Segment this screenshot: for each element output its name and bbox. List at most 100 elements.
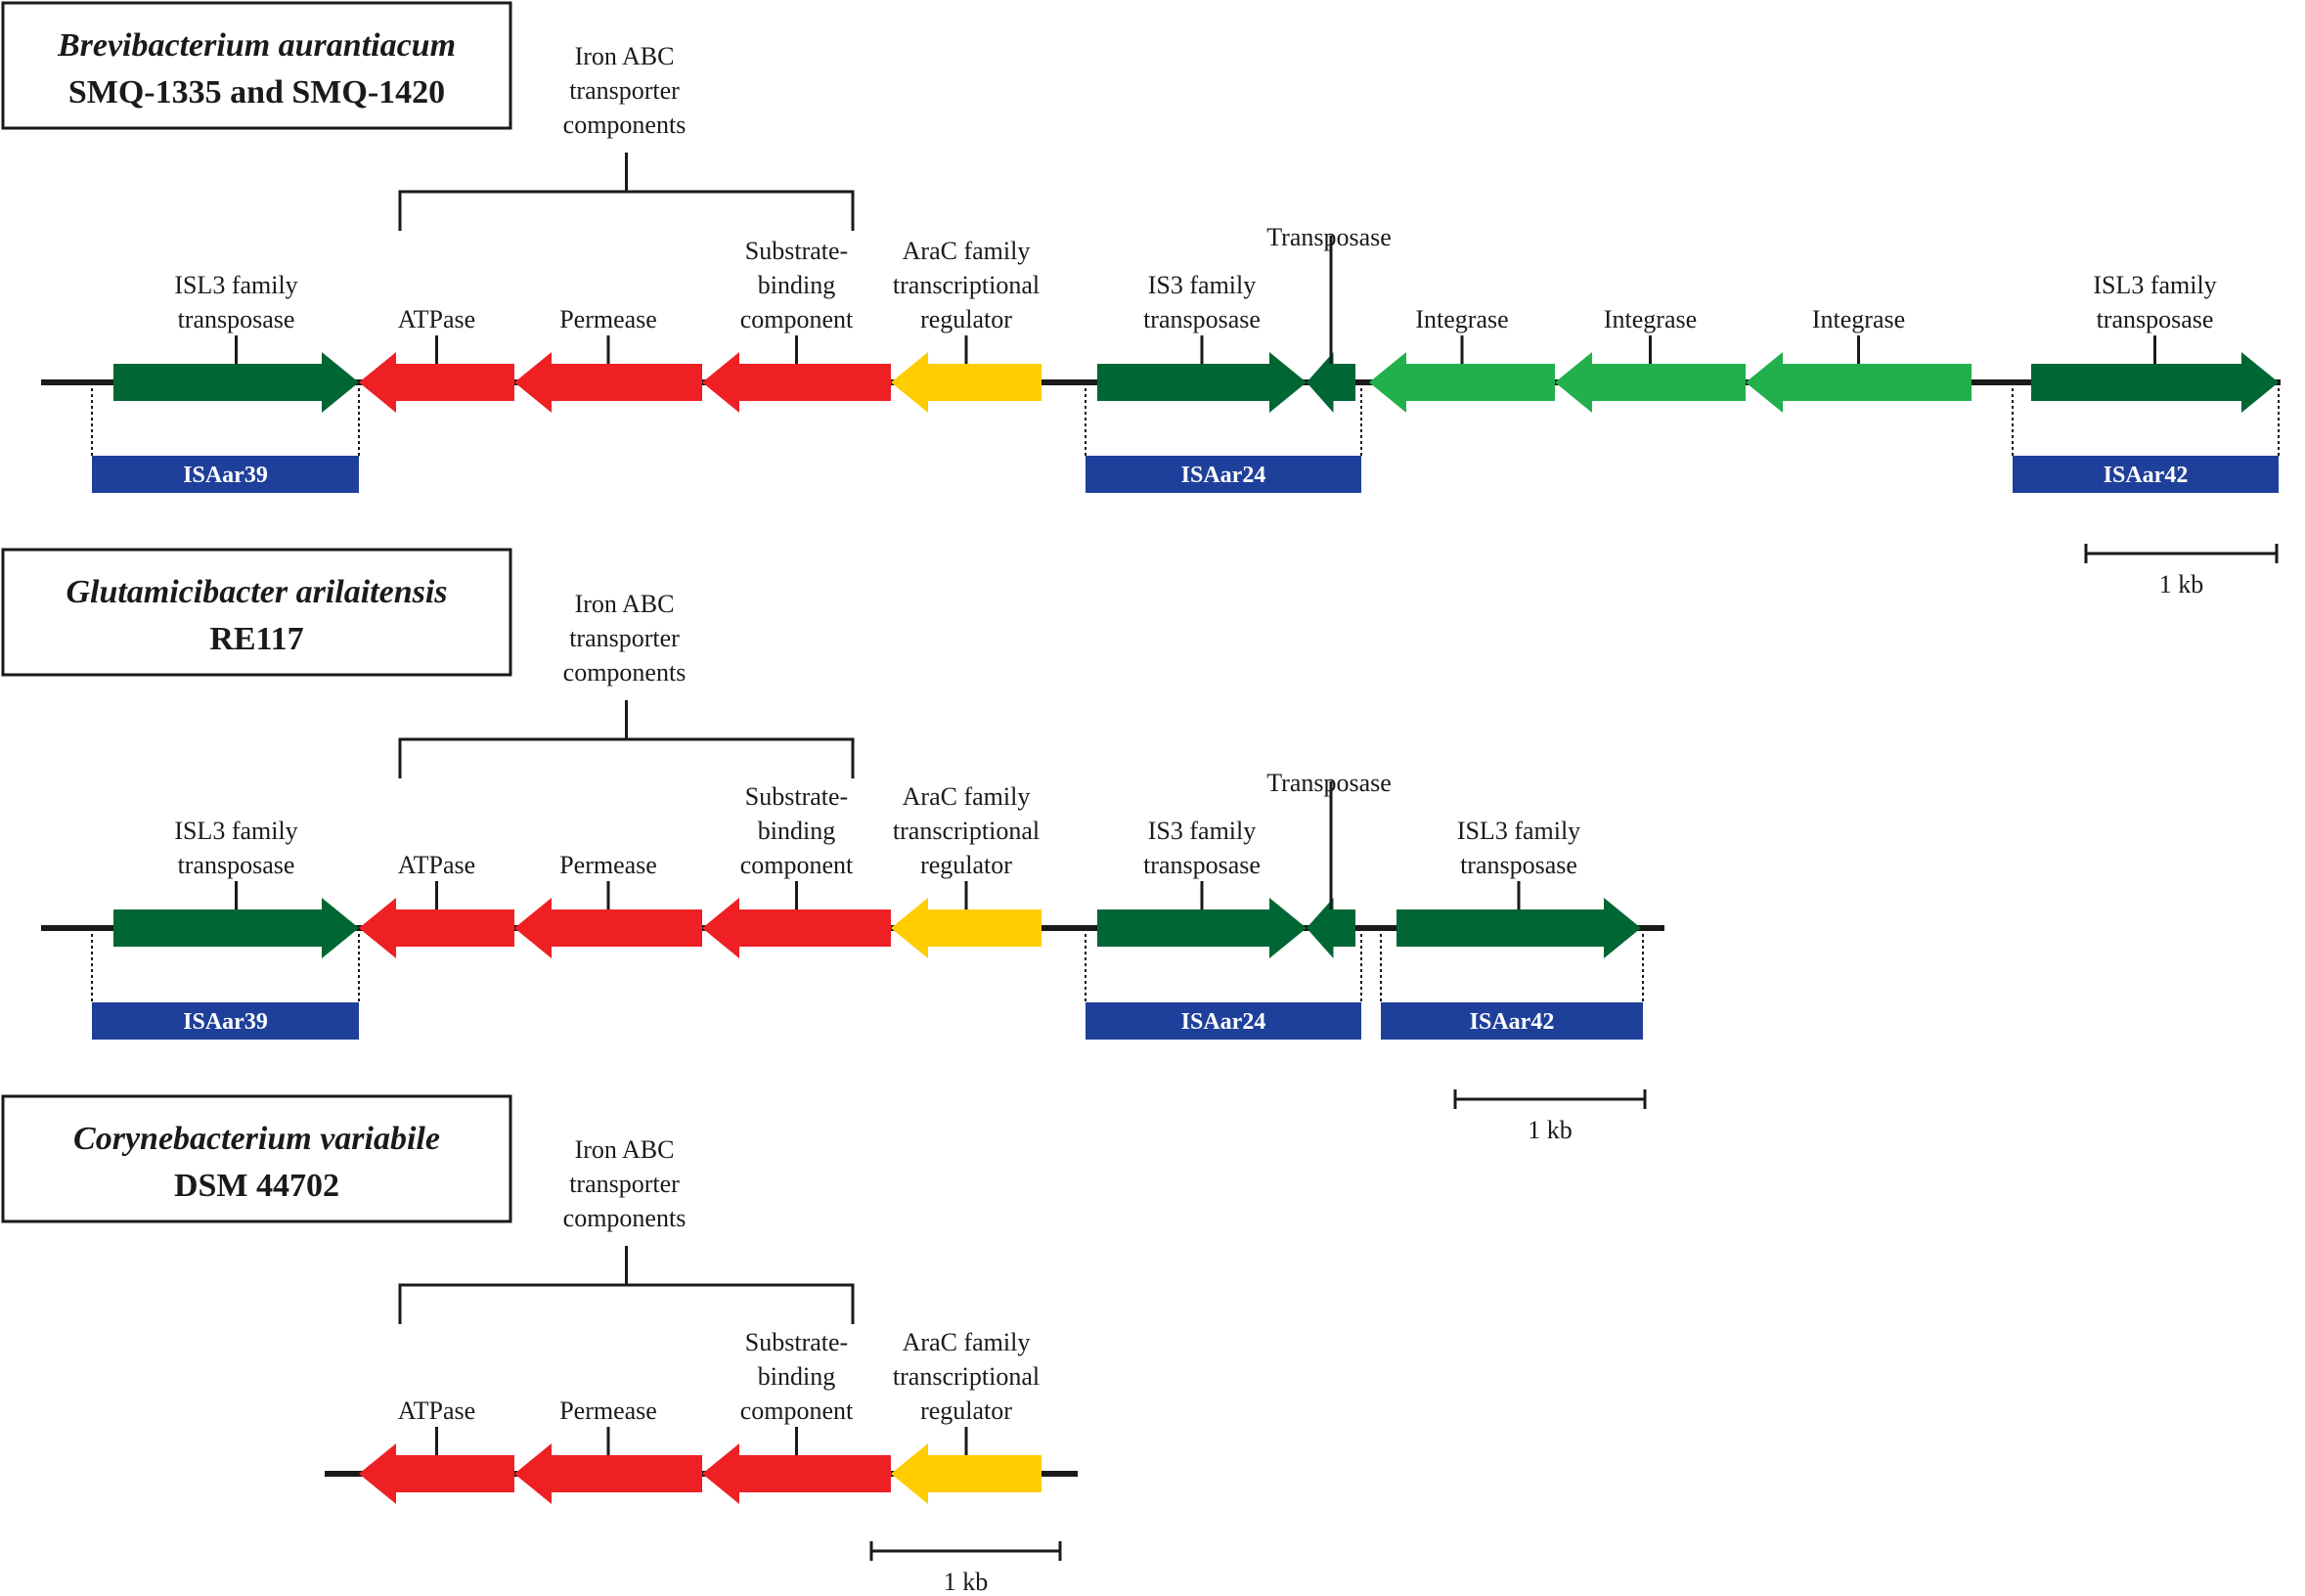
gene-label-line: transcriptional	[893, 271, 1040, 299]
gene-label: Substrate-binding component	[740, 1328, 854, 1425]
bracket-label-line: Iron ABC	[575, 590, 675, 618]
bracket-label-line: Iron ABC	[575, 42, 675, 70]
gene-arrow	[113, 352, 359, 413]
is-element-box	[92, 456, 359, 493]
organism-name: Brevibacterium aurantiacum	[57, 27, 456, 64]
gene-arrow	[1097, 352, 1307, 413]
strain-name: DSM 44702	[174, 1168, 339, 1204]
gene-label-line: Permease	[559, 305, 657, 333]
gene-label: Permease	[559, 1396, 657, 1425]
strain-name: RE117	[209, 621, 303, 657]
gene-arrow	[1555, 352, 1746, 413]
gene-label: Transposase	[1266, 769, 1392, 797]
gene-label: Integrase	[1604, 305, 1697, 333]
gene-label-line: ATPase	[398, 305, 475, 333]
gene-label-line: Substrate-	[745, 1328, 848, 1356]
scale-bar	[869, 1541, 1062, 1561]
gene-label-line: binding	[758, 1362, 835, 1391]
gene-label-line: component	[740, 1396, 854, 1425]
gene-label-line: IS3 family	[1148, 271, 1257, 299]
iron-abc-bracket	[398, 700, 855, 778]
scale-bar	[2084, 544, 2279, 563]
gene-label-line: AraC family	[903, 1328, 1031, 1356]
gene-label: Permease	[559, 305, 657, 333]
gene-arrow	[891, 898, 1042, 958]
gene-label-line: binding	[758, 817, 835, 845]
is-element-box	[1086, 456, 1361, 493]
gene-label-line: regulator	[920, 1396, 1012, 1425]
gene-label-line: Substrate-	[745, 782, 848, 811]
gene-label-line: transcriptional	[893, 1362, 1040, 1391]
gene-arrow	[359, 1443, 514, 1504]
organism-box	[1, 1, 512, 130]
is-element-label: ISAar42	[1470, 1009, 1555, 1035]
gene-label: Integrase	[1812, 305, 1905, 333]
scale-label: 1 kb	[944, 1568, 989, 1596]
gene-arrow	[1746, 352, 1972, 413]
bracket-label-line: Iron ABC	[575, 1135, 675, 1164]
gene-label: Integrase	[1415, 305, 1508, 333]
bracket-label-line: transporter	[569, 624, 680, 652]
iron-abc-bracket	[398, 1246, 855, 1324]
gene-label-line: Transposase	[1266, 769, 1392, 797]
gene-label-line: AraC family	[903, 237, 1031, 265]
organism-box	[1, 1094, 512, 1223]
gene-label-line: component	[740, 851, 854, 879]
gene-label-line: ISL3 family	[2093, 271, 2216, 299]
gene-label-line: regulator	[920, 851, 1012, 879]
gene-label: Transposase	[1266, 223, 1392, 251]
gene-arrow	[891, 1443, 1042, 1504]
scale-label: 1 kb	[2159, 570, 2204, 598]
gene-arrow	[1307, 352, 1355, 413]
gene-arrow	[514, 1443, 702, 1504]
gene-label-line: Integrase	[1812, 305, 1905, 333]
gene-arrow	[359, 352, 514, 413]
is-element-label: ISAar39	[183, 1009, 268, 1035]
gene-label-line: ISL3 family	[174, 271, 297, 299]
is-element-box	[1086, 1002, 1361, 1040]
is-element-box	[92, 1002, 359, 1040]
gene-label: ATPase	[398, 305, 475, 333]
gene-label-line: Substrate-	[745, 237, 848, 265]
is-element-label: ISAar24	[1181, 1009, 1266, 1035]
gene-label-line: Integrase	[1415, 305, 1508, 333]
gene-label-line: IS3 family	[1148, 817, 1257, 845]
gene-label-line: binding	[758, 271, 835, 299]
scale-label: 1 kb	[1528, 1116, 1573, 1144]
gene-arrow	[702, 898, 891, 958]
gene-label: ISL3 family transposase	[174, 271, 297, 333]
gene-label-line: component	[740, 305, 854, 333]
gene-arrow	[1097, 898, 1307, 958]
gene-label-line: Integrase	[1604, 305, 1697, 333]
gene-label: Substrate-binding component	[740, 237, 854, 333]
gene-label-line: regulator	[920, 305, 1012, 333]
gene-label: AraC family transcriptional regulator	[893, 1328, 1040, 1425]
gene-label: Permease	[559, 851, 657, 879]
organism-name: Corynebacterium variabile	[73, 1121, 440, 1157]
gene-label-line: transposase	[178, 305, 295, 333]
bracket-label-line: transporter	[569, 1170, 680, 1198]
gene-label-line: Permease	[559, 1396, 657, 1425]
is-element-box	[2013, 456, 2279, 493]
is-element-label: ISAar39	[183, 463, 268, 488]
gene-label-line: transposase	[1460, 851, 1577, 879]
gene-label: Substrate-binding component	[740, 782, 854, 879]
gene-arrow	[1396, 898, 1641, 958]
strain-name: SMQ-1335 and SMQ-1420	[68, 74, 445, 111]
is-element-box	[1381, 1002, 1643, 1040]
gene-label-line: transcriptional	[893, 817, 1040, 845]
gene-arrow	[2031, 352, 2279, 413]
gene-arrow	[359, 898, 514, 958]
gene-label-line: ATPase	[398, 851, 475, 879]
gene-arrow	[702, 1443, 891, 1504]
gene-label-line: ISL3 family	[174, 817, 297, 845]
